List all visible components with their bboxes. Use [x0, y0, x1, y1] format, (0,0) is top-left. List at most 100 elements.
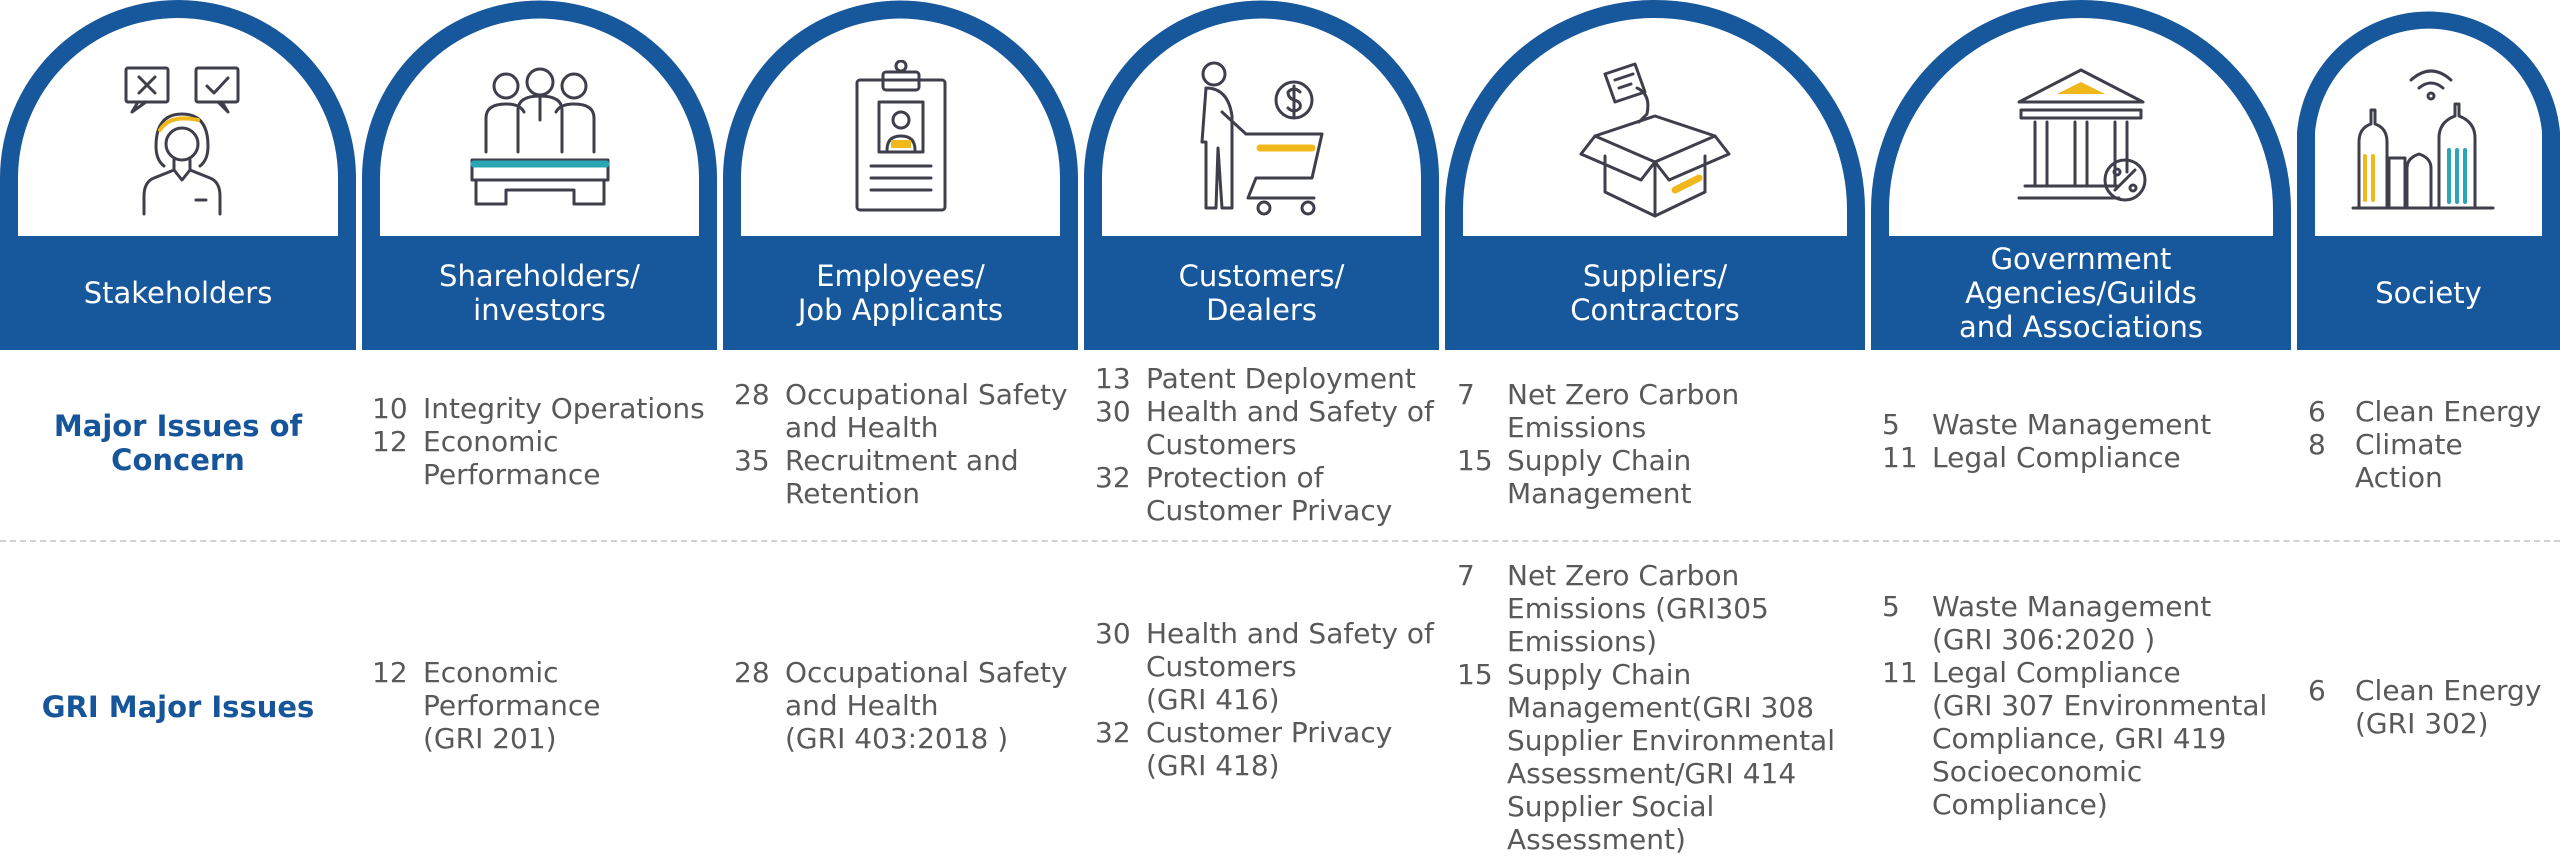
issue-number: 30	[1095, 617, 1131, 650]
issue-text: Clean Energy	[2355, 395, 2542, 428]
list-item: 15 Supply Chain Management	[1457, 444, 1857, 510]
shareholders-meeting-icon	[362, 60, 717, 220]
major-employees-cell: 28 Occupational Safety and Health 35 Recru…	[734, 378, 1074, 510]
stakeholder-icon	[0, 60, 356, 220]
issue-number: 5	[1882, 590, 1900, 623]
issue-text: Protection of Customer Privacy	[1146, 461, 1393, 527]
issue-number: 6	[2308, 674, 2326, 707]
arch-frame	[1084, 0, 1439, 350]
issue-text: Legal Compliance	[1932, 441, 2181, 474]
government-header-label: Government Agencies/Guilds and Associati…	[1958, 242, 2203, 344]
header-government: Government Agencies/Guilds and Associati…	[1871, 0, 2291, 350]
government-building-icon	[1871, 60, 2291, 220]
gri-customers-cell: 30 Health and Safety of Customers (GRI 41…	[1095, 617, 1440, 782]
list-item: 28 Occupational Safety and Health	[734, 378, 1074, 444]
header-customers: Customers/ Dealers	[1084, 0, 1439, 350]
employees-header-label: Employees/ Job Applicants	[797, 259, 1004, 327]
issue-text: Economic Performance	[423, 425, 601, 491]
issue-text: Waste Management (GRI 306:2020 )	[1932, 590, 2212, 656]
issue-number: 7	[1457, 378, 1475, 411]
suppliers-header-label: Suppliers/ Contractors	[1570, 259, 1740, 327]
list-item: 6 Clean Energy	[2308, 395, 2558, 428]
row-label-major-issues: Major Issues of Concern	[53, 409, 303, 477]
header-suppliers: Suppliers/ Contractors	[1445, 0, 1865, 350]
city-skyline-icon	[2297, 60, 2560, 220]
id-badge-icon	[723, 60, 1078, 220]
issue-number: 12	[372, 656, 408, 689]
issue-number: 13	[1095, 362, 1131, 395]
list-item: 32 Protection of Customer Privacy	[1095, 461, 1440, 527]
header-employees: Employees/ Job Applicants	[723, 0, 1078, 350]
issue-text: Waste Management	[1932, 408, 2212, 441]
list-item: 13 Patent Deployment	[1095, 362, 1440, 395]
list-item: 5 Waste Management	[1882, 408, 2282, 441]
shareholders-header-label: Shareholders/ investors	[439, 259, 640, 327]
issue-text: Legal Compliance (GRI 307 Environmental …	[1932, 656, 2268, 821]
gri-shareholders-cell: 12 Economic Performance (GRI 201)	[372, 656, 712, 755]
issue-number: 32	[1095, 716, 1131, 749]
list-item: 35 Recruitment and Retention	[734, 444, 1074, 510]
issue-number: 12	[372, 425, 408, 458]
major-suppliers-cell: 7 Net Zero Carbon Emissions 15 Supply Chai…	[1457, 378, 1857, 510]
issue-number: 15	[1457, 658, 1493, 691]
list-item: 12 Economic Performance	[372, 425, 712, 491]
issue-number: 8	[2308, 428, 2326, 461]
issue-text: Customer Privacy (GRI 418)	[1146, 716, 1393, 782]
issue-text: Net Zero Carbon Emissions	[1507, 378, 1740, 444]
issue-text: Occupational Safety and Health (GRI 403:…	[785, 656, 1068, 755]
issue-number: 28	[734, 378, 770, 411]
issue-text: Occupational Safety and Health	[785, 378, 1068, 444]
row-label-gri-major-issues: GRI Major Issues	[41, 690, 315, 724]
list-item: 7 Net Zero Carbon Emissions	[1457, 378, 1857, 444]
issue-text: Clean Energy (GRI 302)	[2355, 674, 2542, 740]
list-item: 15 Supply Chain Management(GRI 308 Suppli…	[1457, 658, 1857, 856]
list-item: 30 Health and Safety of Customers	[1095, 395, 1440, 461]
issue-text: Recruitment and Retention	[785, 444, 1019, 510]
list-item: 28 Occupational Safety and Health (GRI 40…	[734, 656, 1074, 755]
stakeholders-header-label: Stakeholders	[83, 276, 273, 310]
issue-number: 32	[1095, 461, 1131, 494]
header-society: Society	[2297, 0, 2560, 350]
issue-number: 6	[2308, 395, 2326, 428]
issue-text: Health and Safety of Customers	[1146, 395, 1434, 461]
list-item: 32 Customer Privacy (GRI 418)	[1095, 716, 1440, 782]
major-society-cell: 6 Clean Energy 8 Climate Action	[2308, 395, 2558, 494]
issue-text: Patent Deployment	[1146, 362, 1416, 395]
major-customers-cell: 13 Patent Deployment 30 Health and Safety …	[1095, 362, 1440, 527]
issue-text: Economic Performance (GRI 201)	[423, 656, 601, 755]
list-item: 6 Clean Energy (GRI 302)	[2308, 674, 2558, 740]
arch-frame	[1871, 0, 2291, 350]
issue-text: Supply Chain Management	[1507, 444, 1692, 510]
customers-header-label: Customers/ Dealers	[1178, 259, 1345, 327]
issue-text: Climate Action	[2355, 428, 2463, 494]
gri-employees-cell: 28 Occupational Safety and Health (GRI 40…	[734, 656, 1074, 755]
issue-number: 10	[372, 392, 408, 425]
issue-number: 30	[1095, 395, 1131, 428]
issue-number: 15	[1457, 444, 1493, 477]
list-item: 30 Health and Safety of Customers (GRI 41…	[1095, 617, 1440, 716]
header-shareholders: Shareholders/ investors	[362, 0, 717, 350]
issue-number: 7	[1457, 559, 1475, 592]
box-delivery-icon	[1445, 60, 1865, 220]
society-header-label: Society	[2375, 276, 2482, 310]
issue-number: 5	[1882, 408, 1900, 441]
list-item: 10 Integrity Operations	[372, 392, 712, 425]
issue-text: Health and Safety of Customers (GRI 416)	[1146, 617, 1434, 716]
shopping-cart-icon	[1084, 60, 1439, 220]
gri-society-cell: 6 Clean Energy (GRI 302)	[2308, 674, 2558, 740]
issue-text: Integrity Operations	[423, 392, 705, 425]
major-shareholders-cell: 10 Integrity Operations 12 Economic Perfor…	[372, 392, 712, 491]
issue-number: 28	[734, 656, 770, 689]
list-item: 5 Waste Management (GRI 306:2020 )	[1882, 590, 2282, 656]
issue-text: Supply Chain Management(GRI 308 Supplier…	[1507, 658, 1835, 856]
row-divider	[0, 540, 2560, 542]
list-item: 12 Economic Performance (GRI 201)	[372, 656, 712, 755]
issue-number: 35	[734, 444, 770, 477]
arch-frame	[362, 0, 717, 350]
